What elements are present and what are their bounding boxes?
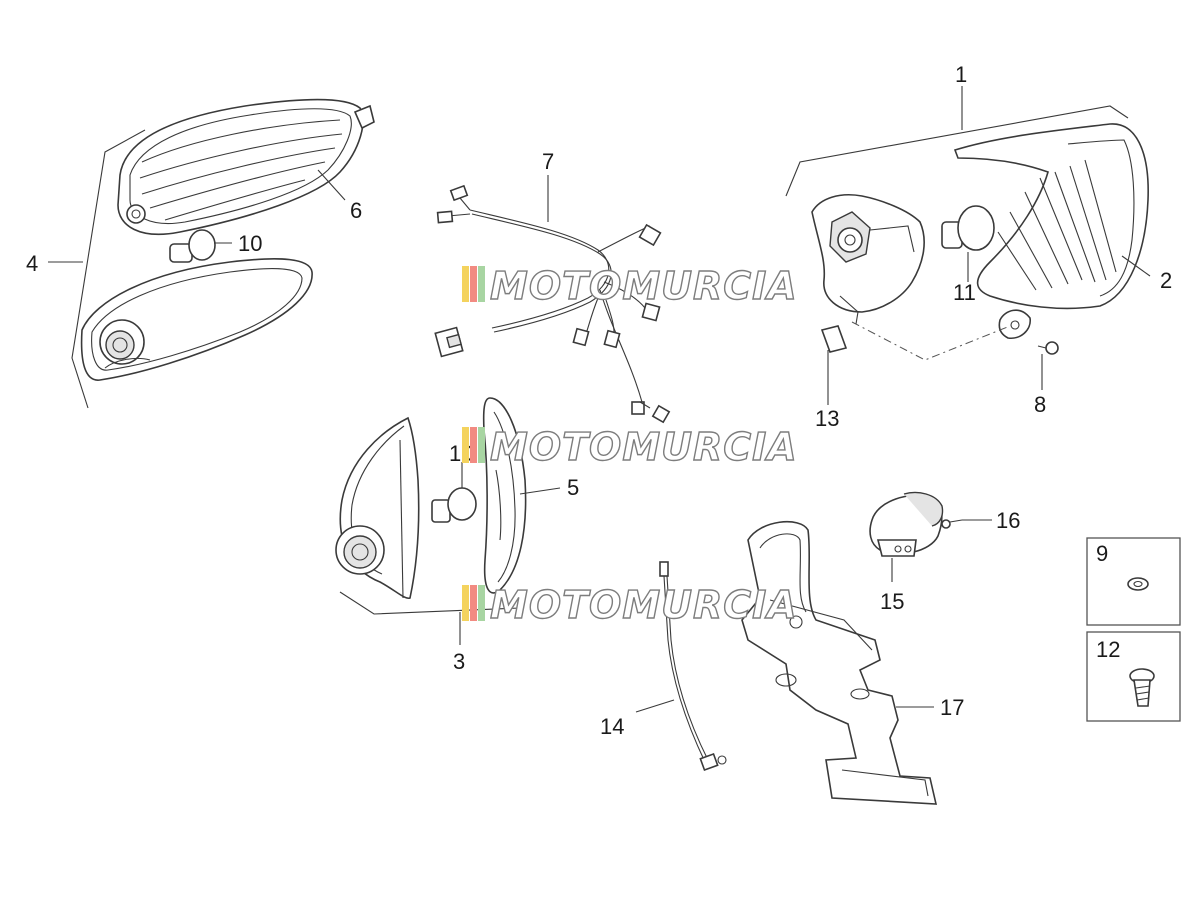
callout-4: 4	[26, 251, 38, 276]
callout-6: 6	[350, 198, 362, 223]
bulb-holder	[811, 194, 925, 325]
callout-9: 9	[1096, 541, 1108, 566]
watermark-3: MOTOMURCIA	[462, 582, 798, 628]
callout-10-lower: 10	[449, 441, 473, 466]
watermark-flag-stripe	[478, 266, 485, 302]
watermark-text: MOTOMURCIA	[490, 425, 798, 469]
callout-11: 11	[953, 280, 976, 305]
callout-12: 12	[1096, 637, 1120, 662]
watermark-flag-stripe	[470, 266, 477, 302]
rear-light-left-assembly	[48, 98, 375, 409]
turn-signal-assembly	[335, 397, 561, 645]
callout-1: 1	[955, 62, 967, 87]
watermark-flag-stripe	[462, 585, 469, 621]
bulb-part-11	[941, 205, 995, 282]
bulb-part-10	[169, 229, 232, 263]
license-light-assembly	[869, 491, 992, 582]
watermark-2: MOTOMURCIA	[462, 424, 798, 470]
watermark-flag-stripe	[478, 585, 485, 621]
callout-5: 5	[567, 475, 579, 500]
watermark-flag-stripe	[470, 427, 477, 463]
watermark-flag-stripe	[470, 585, 477, 621]
callout-10-upper: 10	[238, 231, 262, 256]
watermark-flag-stripe	[462, 427, 469, 463]
callout-16: 16	[996, 508, 1020, 533]
watermark-flag-stripe	[462, 266, 469, 302]
lens-cover-part-6	[117, 98, 375, 236]
license-bracket-part-17	[741, 521, 938, 805]
callout-7: 7	[542, 149, 554, 174]
box-part-12	[1086, 631, 1181, 722]
callout-2: 2	[1160, 268, 1172, 293]
tail-light-lens-part-2	[953, 123, 1149, 340]
wiring-harness-part-7	[434, 175, 671, 424]
watermark-1: MOTOMURCIA	[462, 263, 798, 309]
screw-part-8	[1037, 341, 1059, 390]
watermark-text: MOTOMURCIA	[490, 264, 798, 308]
bulb-part-10-signal	[431, 462, 477, 523]
screw-part-16	[941, 519, 992, 529]
watermark-flag-stripe	[478, 427, 485, 463]
light-housing-left	[80, 258, 313, 381]
rear-light-right-assembly	[785, 86, 1151, 405]
callout-8: 8	[1034, 392, 1046, 417]
box-part-9	[1086, 537, 1181, 626]
watermark-text: MOTOMURCIA	[490, 583, 798, 627]
callout-15: 15	[880, 589, 904, 614]
callout-13: 13	[815, 406, 839, 431]
wire-part-14	[635, 561, 727, 772]
callout-3: 3	[453, 649, 465, 674]
callout-17: 17	[940, 695, 964, 720]
callout-14: 14	[600, 714, 624, 739]
